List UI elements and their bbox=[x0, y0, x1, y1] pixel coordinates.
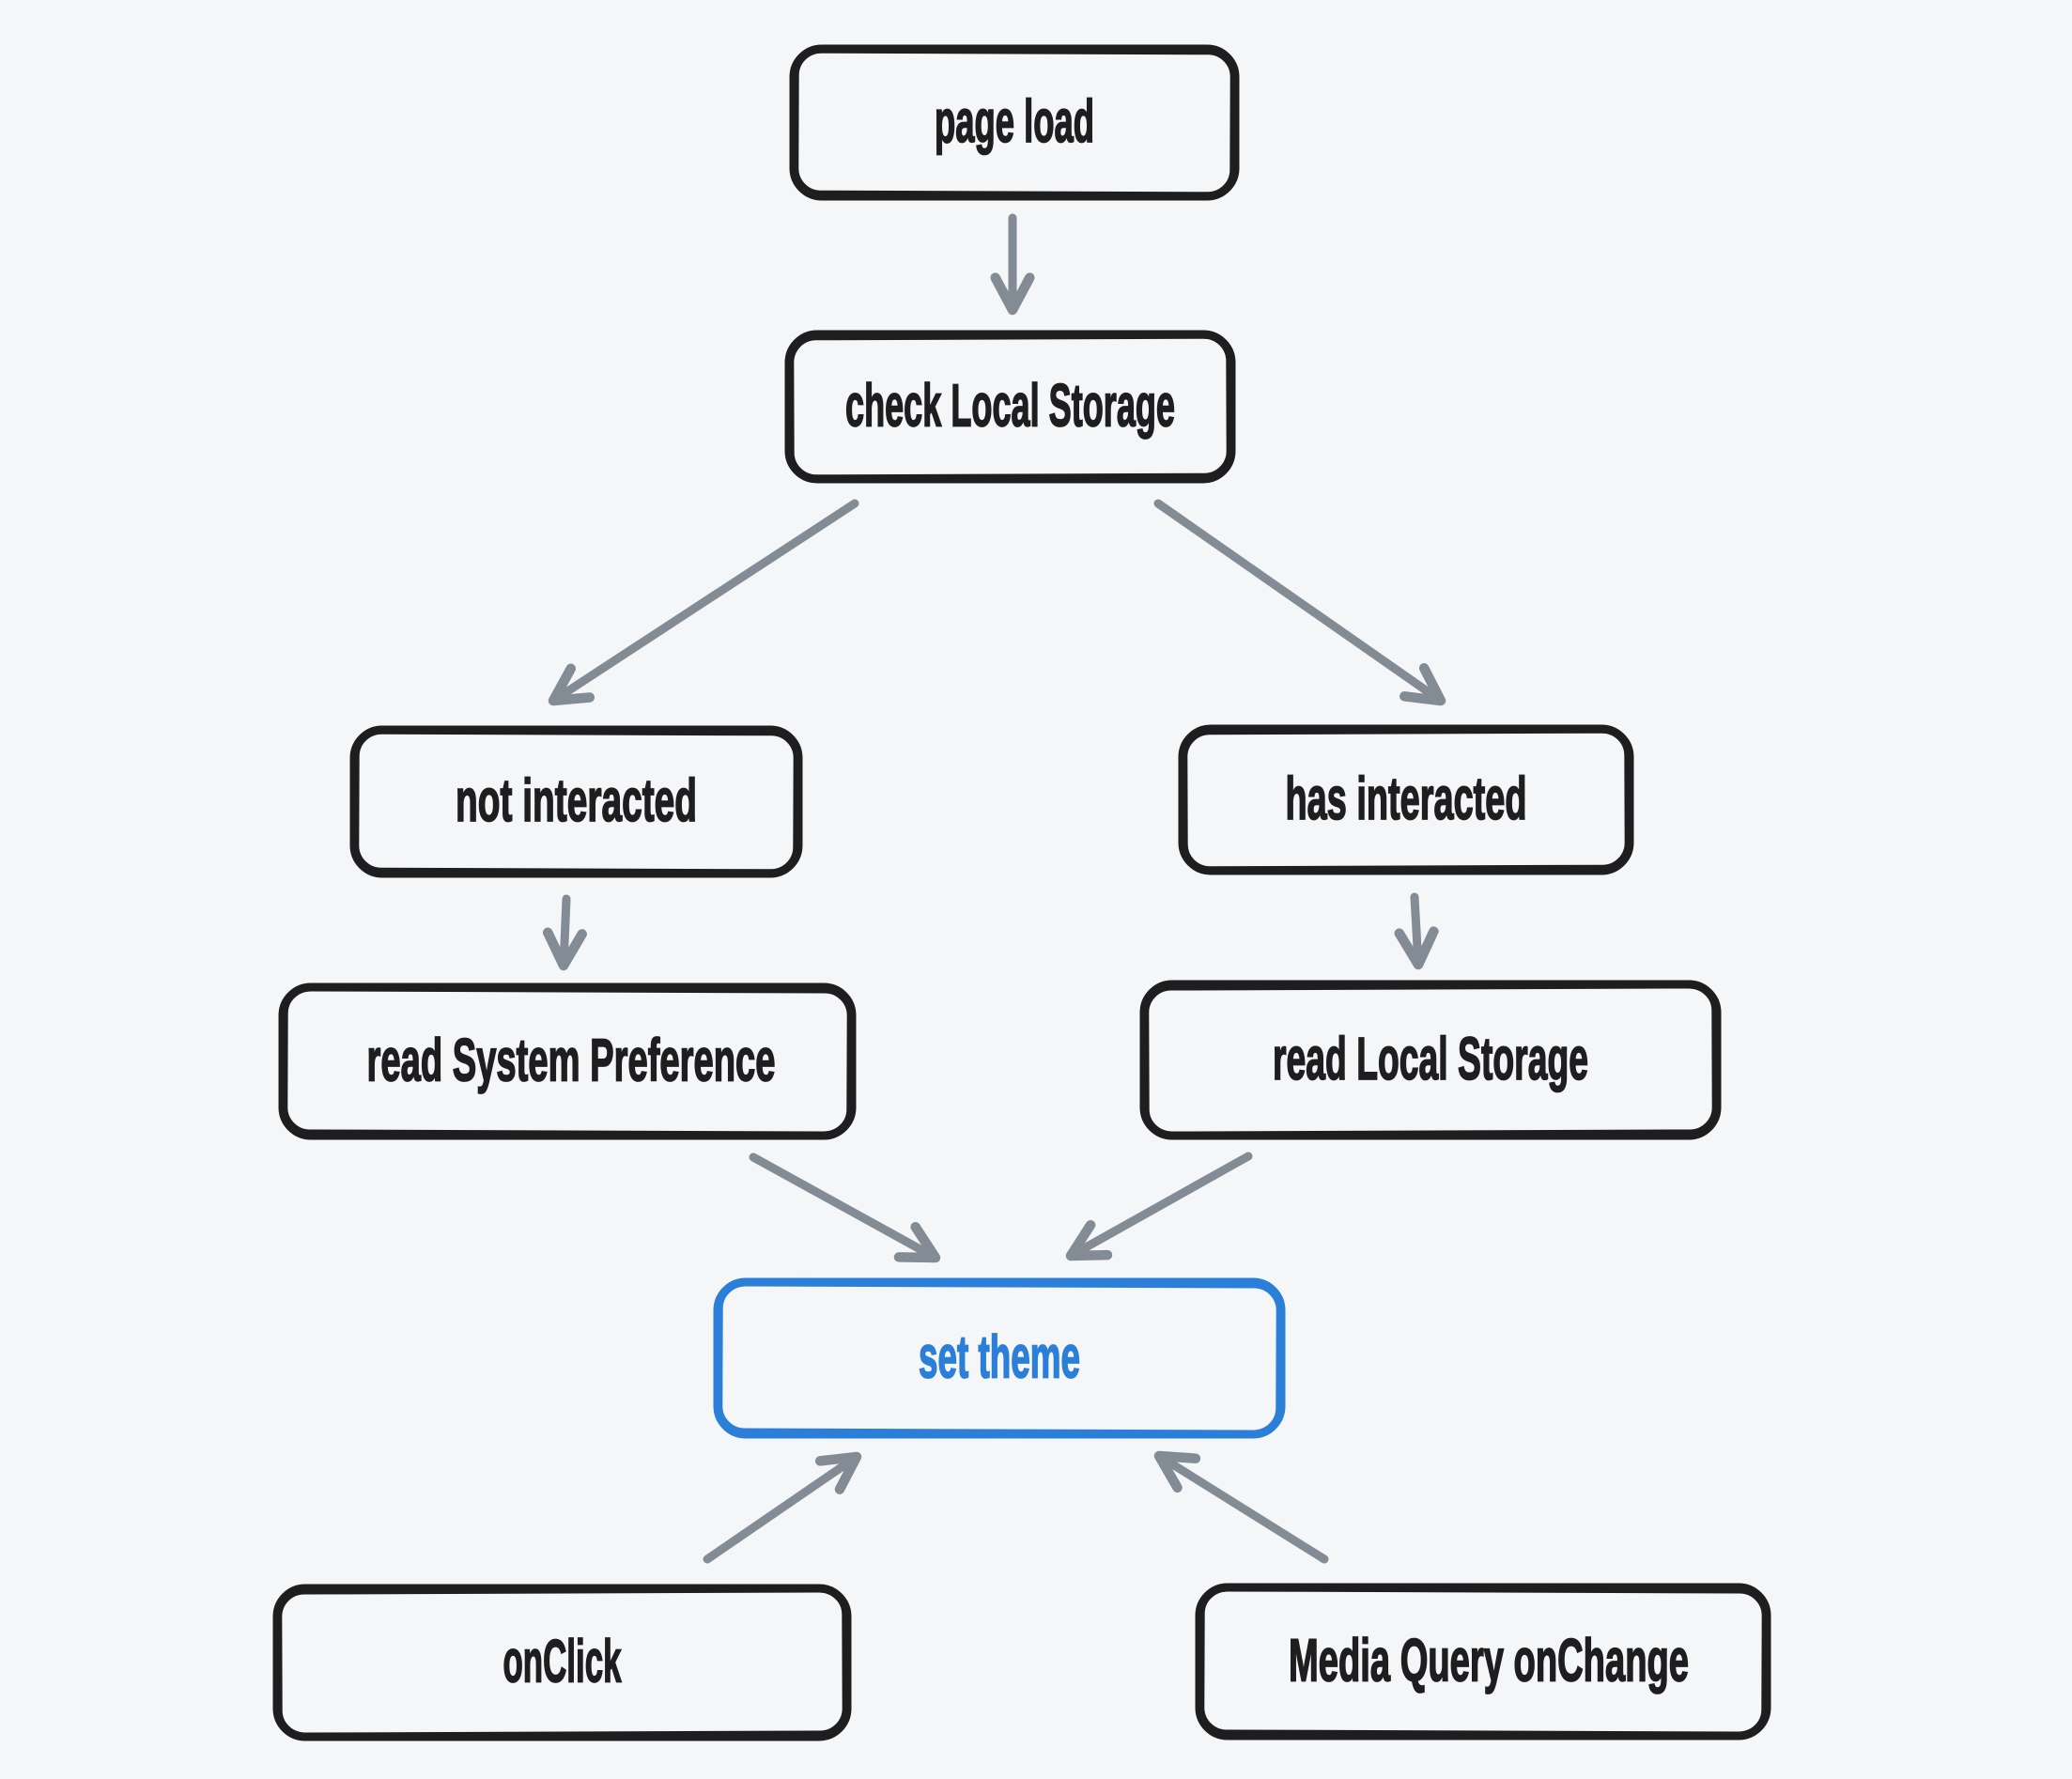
svg-text:Media Query onChange: Media Query onChange bbox=[1289, 1627, 1689, 1694]
svg-text:page load: page load bbox=[935, 87, 1094, 155]
svg-text:onClick: onClick bbox=[503, 1628, 622, 1695]
svg-text:read System Preference: read System Preference bbox=[367, 1027, 776, 1094]
svg-text:set theme: set theme bbox=[919, 1323, 1080, 1391]
svg-text:has interacted: has interacted bbox=[1286, 765, 1527, 832]
svg-text:check Local Storage: check Local Storage bbox=[845, 372, 1175, 440]
svg-text:not interacted: not interacted bbox=[456, 766, 697, 834]
svg-text:read Local Storage: read Local Storage bbox=[1273, 1025, 1588, 1092]
